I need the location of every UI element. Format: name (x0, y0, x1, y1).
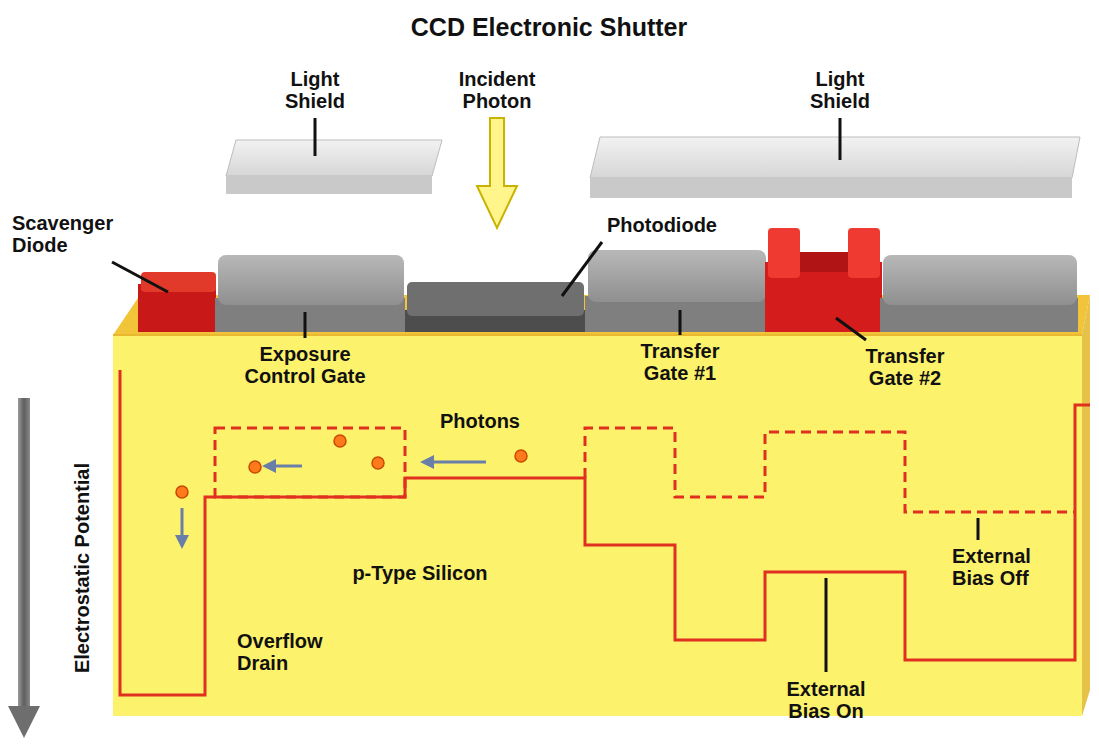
potential-arrow (8, 398, 40, 738)
leader-line (314, 118, 317, 156)
potential-profile-dashed (215, 428, 1075, 512)
potential-profile (120, 370, 1090, 695)
part-label: Transfer Gate #1 (628, 340, 732, 384)
flow-arrow (432, 461, 486, 464)
part-label: Light Shield (795, 68, 885, 112)
light-shield-right (590, 137, 1080, 198)
electron (249, 461, 261, 473)
gate-electrode (883, 255, 1077, 305)
axis-label: Electrostatic Potential (71, 463, 93, 673)
exposure-gate (218, 255, 404, 305)
potential-profile (120, 370, 1090, 695)
electron (176, 435, 527, 498)
leader-line (825, 578, 828, 672)
diagram-title: CCD Electronic Shutter (411, 14, 687, 42)
potential-arrow (8, 706, 40, 738)
region-label: Overflow Drain (237, 630, 341, 674)
transfer-gate-1 (588, 250, 766, 302)
flow-arrow (262, 459, 276, 473)
electron (515, 450, 527, 462)
state-label: External Bias On (774, 678, 878, 722)
light-shield-right (590, 178, 1072, 198)
transfer-gate-1 (585, 250, 767, 332)
potential-profile-dashed (585, 428, 1075, 512)
light-shield-left (226, 176, 432, 194)
leader-line (977, 518, 980, 540)
electron (372, 457, 384, 469)
light-shield-right (590, 137, 1080, 178)
part-label: Transfer Gate #2 (853, 345, 957, 389)
exposure-gate (215, 255, 405, 332)
transfer-gate-2 (765, 228, 882, 332)
silicon-block (113, 334, 1082, 336)
part-label: Photodiode (607, 214, 717, 236)
flow-arrow (181, 508, 184, 536)
leader-line (839, 118, 842, 160)
part-label: Incident Photon (447, 68, 547, 112)
electron (176, 486, 188, 498)
flow-arrow (420, 455, 434, 469)
potential-profile-dashed (215, 428, 405, 497)
light-shield-left (226, 140, 442, 194)
leader-line (836, 318, 866, 340)
flow-arrow (274, 465, 302, 468)
region-label: p-Type Silicon (352, 562, 487, 584)
part-label: Scavenger Diode (12, 212, 124, 256)
electron (334, 435, 346, 447)
photon-arrow (477, 118, 517, 228)
part-label: Light Shield (270, 68, 360, 112)
transfer-gate-2 (800, 252, 848, 272)
flow-arrow (175, 535, 189, 549)
leader-line (304, 312, 307, 338)
flow-arrow (175, 455, 486, 549)
photodiode (407, 282, 584, 316)
region-label: Photons (440, 410, 520, 432)
silicon-block (113, 295, 1090, 716)
leader-line (679, 310, 682, 335)
leader-line (112, 262, 168, 292)
transfer-gate-2 (768, 228, 800, 278)
photodiode (405, 282, 585, 332)
part-label: Exposure Control Gate (239, 343, 371, 387)
potential-arrow (18, 398, 30, 708)
light-shield-left (226, 140, 442, 176)
silicon-block (1082, 295, 1090, 716)
state-label: External Bias Off (952, 545, 1056, 589)
transfer-gate-2 (848, 228, 880, 278)
leader-line (112, 118, 978, 672)
leader-line (562, 242, 602, 296)
gate-electrode (880, 255, 1078, 332)
photon-arrow (477, 118, 517, 228)
